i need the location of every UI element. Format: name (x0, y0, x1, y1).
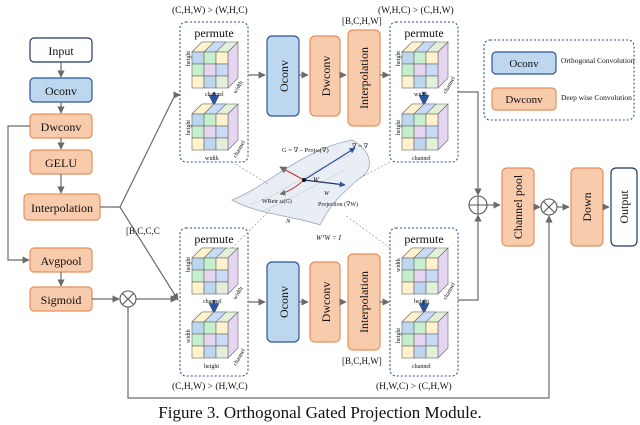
top-oconv-label: Oconv (277, 60, 291, 92)
manifold-gradient-arrow (279, 166, 305, 181)
top-permute-in-panel (179, 21, 249, 163)
top-interpolation-box (347, 29, 381, 127)
channel-pool-label: Channel pool (511, 174, 525, 239)
bottom-permute-in-dims: (C,H,W) > (H,W,C) (172, 381, 248, 392)
legend-dwconv-box (491, 87, 557, 111)
top-in-channel-label: channel (205, 92, 224, 98)
top-oconv-box (266, 35, 300, 117)
manifold-retraction-arrow (279, 179, 305, 196)
top-shape-label: [B,C,H,W] (342, 16, 382, 26)
bottom-permute-out-panel (389, 227, 459, 377)
top-out-height-label: height (396, 51, 402, 66)
top-permute-in-dims: (C,H,W) > (W,H,C) (172, 5, 248, 16)
top-permute-out-title: permute (404, 26, 443, 40)
bottom-interpolation-label: Interpolation (357, 271, 371, 333)
bottom-shape-label: [B,C,H,W] (342, 356, 382, 366)
manifold-tangent-arrow (303, 179, 346, 188)
bottom-in-width-label: width (233, 286, 245, 301)
top-permute-out-dims: (W,H,C) > (C,H,W) (378, 5, 454, 16)
legend-dwconv-desc: Deep wise Convolution (561, 93, 632, 102)
top-dwconv-label: Dwconv (319, 56, 333, 97)
top-permute-in-title: permute (194, 26, 233, 40)
bottom-cube-in-a (191, 247, 239, 295)
top-out-height-label-b: height (396, 120, 402, 135)
top-out-width-label: width (414, 92, 428, 98)
bottom-in-height-label: height (186, 257, 192, 272)
bottom-in-height-label-b: height (204, 364, 219, 370)
top-cube-out-b (401, 103, 449, 151)
legend-dwconv-label: Dwconv (505, 94, 543, 106)
bottom-permute-in-title: permute (194, 232, 233, 246)
left-interpolation-label: Interpolation (31, 201, 93, 215)
bottom-oconv-label: Oconv (277, 286, 291, 318)
bottom-permute-out-title: permute (404, 232, 443, 246)
top-in-width-label: width (233, 80, 245, 95)
bottom-out-height-label-b: height (396, 328, 402, 343)
manifold-point (302, 178, 306, 182)
top-in-height-label: height (186, 51, 192, 66)
manifold-proj-label: Projection (∇W) (318, 201, 358, 208)
bottom-cube-in-b (191, 311, 239, 359)
manifold-projection-arrow (303, 147, 356, 181)
left-dwconv-label: Dwconv (41, 120, 82, 134)
legend-panel (483, 39, 635, 121)
manifold-eq-top: G = ∇ – Projω(∇) (282, 147, 329, 154)
left-oconv-label: Oconv (45, 84, 77, 98)
mid-shape-label: [B,C,C,C (126, 226, 160, 236)
left-arrows (7, 62, 181, 303)
top-cube-out-a (401, 41, 449, 89)
output-label: Output (617, 190, 631, 224)
top-interpolation-label: Interpolation (357, 47, 371, 109)
manifold-retr-mid-label: W (324, 191, 330, 197)
bottom-in-channel-label: channel (203, 299, 222, 305)
figure-caption: Figure 3. Orthogonal Gated Projection Mo… (158, 403, 481, 422)
manifold-grad-label: ∇ = ∇ (352, 143, 368, 150)
bottom-dwconv-label: Dwconv (319, 282, 333, 323)
legend-oconv-box (491, 51, 557, 75)
legend-oconv-desc: Orthogonal Convolution (561, 56, 635, 65)
down-label: Down (580, 192, 594, 221)
left-multiply-node (119, 290, 137, 308)
bottom-cube-out-a (401, 247, 449, 295)
left-column: Input Oconv Dwconv GELU Interpolation Av… (23, 37, 101, 312)
bottom-in-width-label-b: width (186, 329, 192, 343)
manifold-eq-bottom: WᵀW = I (316, 234, 342, 242)
sigmoid-label: Sigmoid (41, 293, 82, 307)
manifold-retr-label: WRetr ω(G) (262, 198, 292, 205)
top-out-channel-label-b: channel (412, 156, 431, 162)
right-multiply-node (540, 198, 558, 216)
bottom-out-width-label: width (396, 258, 402, 272)
top-cube-in-a (191, 41, 239, 89)
bottom-out-height-label: height (414, 299, 429, 305)
top-in-width-label-b: width (205, 156, 219, 162)
input-label: Input (48, 44, 74, 58)
bottom-out-channel-label-b: channel (412, 364, 431, 370)
bottom-cube-out-b (401, 311, 449, 359)
output-box (610, 167, 638, 247)
bottom-permute-out-dims: (H,W,C) > (C,H,W) (376, 381, 452, 392)
gelu-label: GELU (45, 156, 77, 170)
avgpool-label: Avgpool (40, 254, 82, 268)
manifold-w-label: W (313, 176, 320, 184)
manifold-n-label: N (285, 218, 291, 225)
top-cube-in-b (191, 103, 239, 151)
top-in-height-label-b: height (186, 120, 192, 135)
orthogonal-manifold-illustration: G = ∇ – Projω(∇) W ∇ = ∇ WRetr ω(G) Proj… (231, 139, 391, 249)
plus-node (468, 195, 488, 215)
legend-oconv-label: Oconv (509, 58, 539, 70)
